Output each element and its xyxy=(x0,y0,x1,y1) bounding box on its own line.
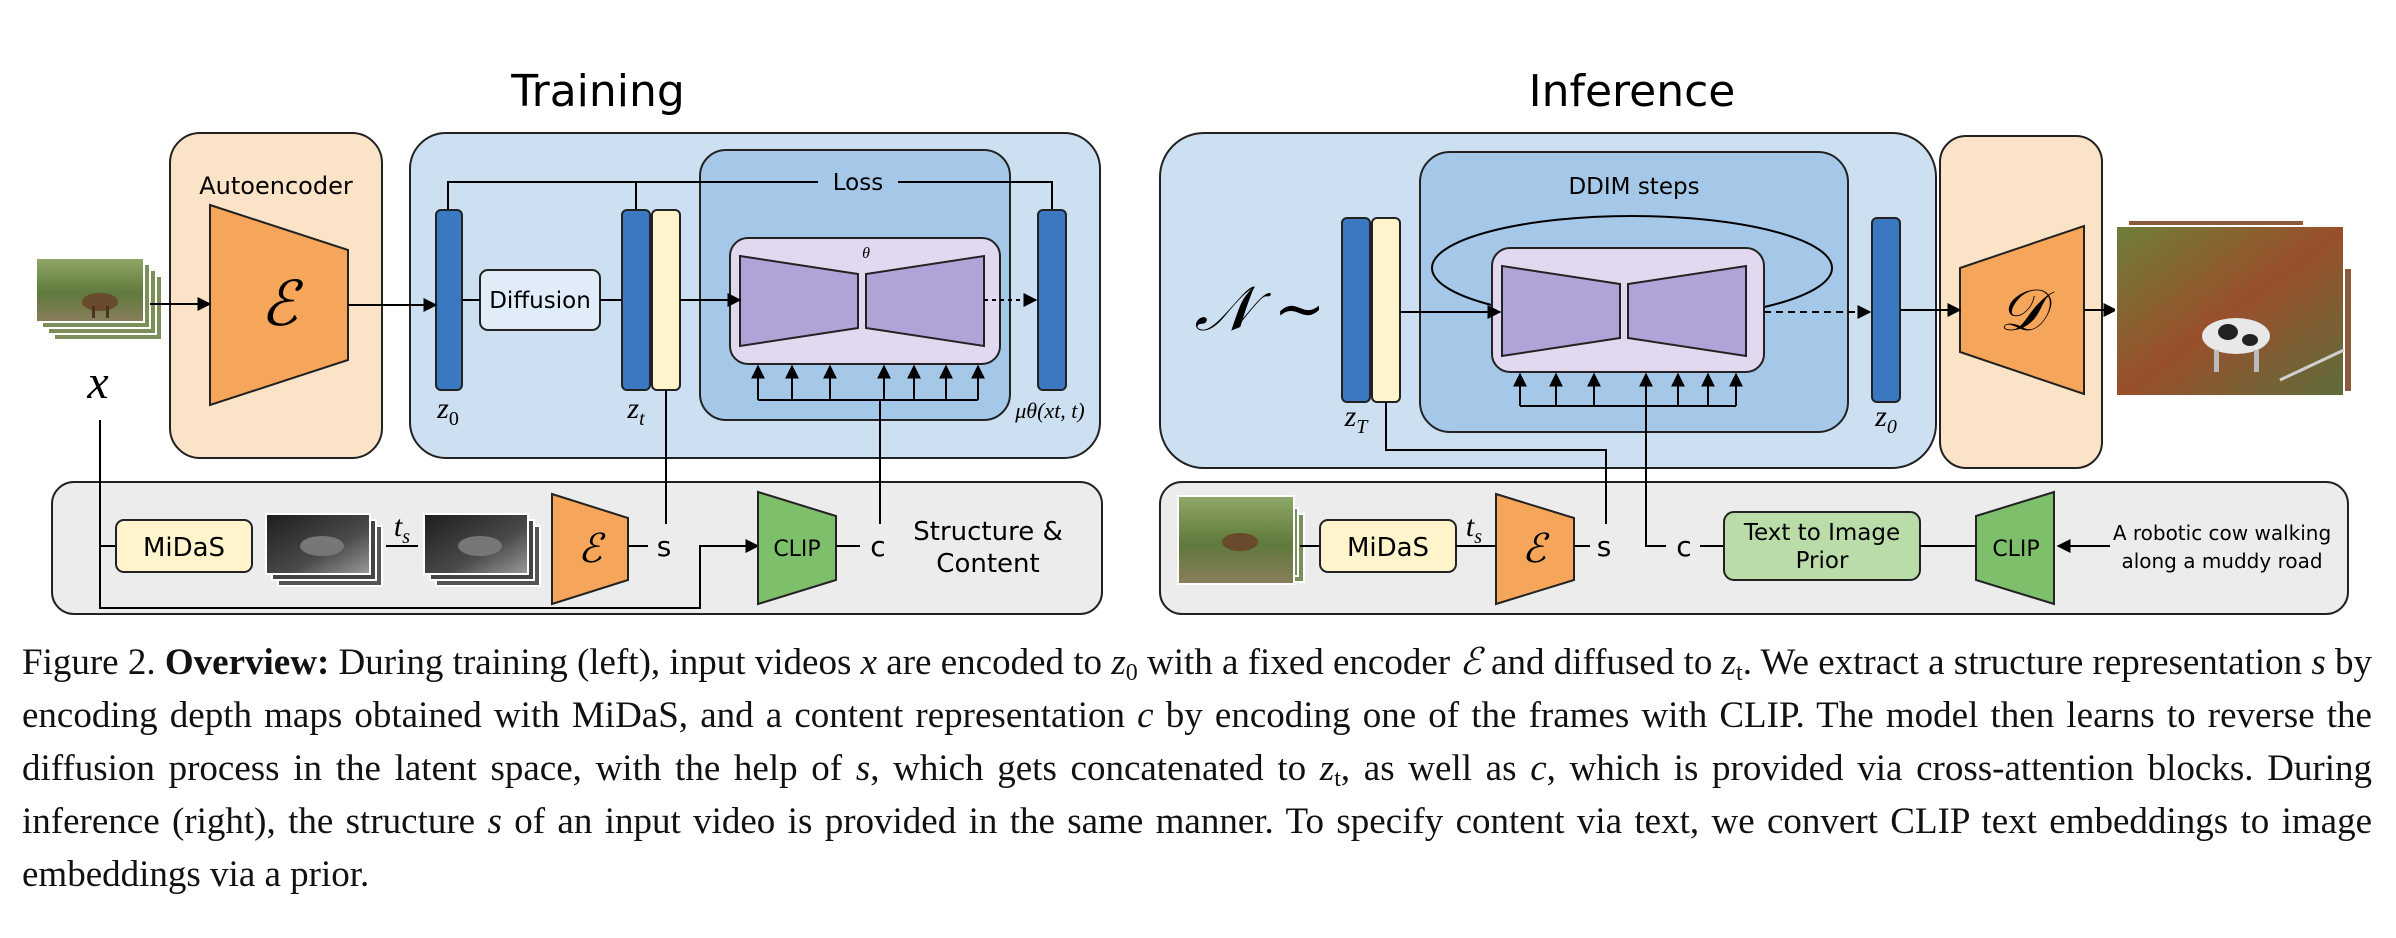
z0-label: z0 xyxy=(436,392,459,430)
inference-midas-label: MiDaS xyxy=(1347,533,1429,563)
zt-label: zt xyxy=(626,392,645,430)
prompt-line-1: A robotic cow walking xyxy=(2113,521,2331,545)
latent-z0-bar xyxy=(435,209,463,391)
theta-label: θ xyxy=(862,245,870,262)
inference-clip-label: CLIP xyxy=(1992,537,2039,562)
structure-s-label: s xyxy=(657,530,672,563)
prior-label-1: Text to Image xyxy=(1743,520,1900,546)
encoder-trapezoid xyxy=(209,203,349,407)
depth-map-stack xyxy=(265,513,383,587)
inference-structure-encoder xyxy=(1495,492,1575,606)
inference-z0-label: z0 xyxy=(1874,400,1897,438)
ts-label: ts xyxy=(394,510,410,548)
inference-structure-bar xyxy=(1371,217,1401,403)
training-title: Training xyxy=(510,66,685,117)
zT-label: zT xyxy=(1344,400,1370,438)
midas-box xyxy=(115,519,253,573)
diffusion-label: Diffusion xyxy=(489,288,591,314)
cross-attention-arrows xyxy=(751,364,985,401)
output-video-thumbnail xyxy=(2115,219,2353,397)
overview-figure: Training x Autoencoder ℰ Loss z0 Diffusi… xyxy=(35,66,2353,615)
unet-decoder-shape xyxy=(865,254,985,348)
loss-label: Loss xyxy=(833,170,883,196)
inference-cross-attention-arrows xyxy=(1513,372,1743,407)
midas-label: MiDaS xyxy=(143,533,225,563)
clip-label: CLIP xyxy=(773,537,820,562)
inference-clip-trapezoid xyxy=(1975,490,2055,606)
inference-input-video-thumbnail xyxy=(1177,495,1305,585)
figure-caption: Figure 2. Overview: During training (lef… xyxy=(22,642,2373,895)
depth-map-stack-sampled xyxy=(423,513,541,587)
latent-zT-bar xyxy=(1341,217,1371,403)
structure-encoder-trapezoid xyxy=(551,492,629,606)
inference-s-label: s xyxy=(1597,530,1612,563)
structure-content-label-2: Content xyxy=(936,549,1039,579)
unet-encoder-shape xyxy=(739,254,859,348)
inference-c-label: c xyxy=(1676,530,1691,563)
mu-label: μθ(xt, t) xyxy=(1014,398,1085,423)
prompt-line-2: along a muddy road xyxy=(2121,549,2322,573)
noise-symbol: 𝒩 ∼ xyxy=(1194,272,1325,345)
caption-heading: Overview: xyxy=(164,642,330,683)
input-x-symbol: x xyxy=(86,356,108,409)
inference-title: Inference xyxy=(1529,66,1736,117)
structure-concat-bar xyxy=(651,209,681,391)
encoder-symbol: ℰ xyxy=(260,267,303,340)
ddim-label: DDIM steps xyxy=(1568,174,1699,200)
caption-label: Figure 2. xyxy=(22,642,156,683)
structure-encoder-symbol: ℰ xyxy=(578,526,606,572)
latent-zt-bar xyxy=(621,209,651,391)
clip-trapezoid xyxy=(757,490,837,606)
structure-content-label-1: Structure & xyxy=(913,517,1063,547)
prior-label-2: Prior xyxy=(1796,548,1849,574)
autoencoder-label: Autoencoder xyxy=(199,172,353,200)
inference-structure-encoder-symbol: ℰ xyxy=(1522,526,1550,572)
inference-z0-bar xyxy=(1871,217,1901,403)
input-video-thumbnail xyxy=(35,257,163,341)
decoder-trapezoid xyxy=(1959,224,2085,396)
inference-ts-label: ts xyxy=(1466,510,1482,548)
output-mu-bar xyxy=(1037,209,1067,391)
content-c-label: c xyxy=(870,530,885,563)
